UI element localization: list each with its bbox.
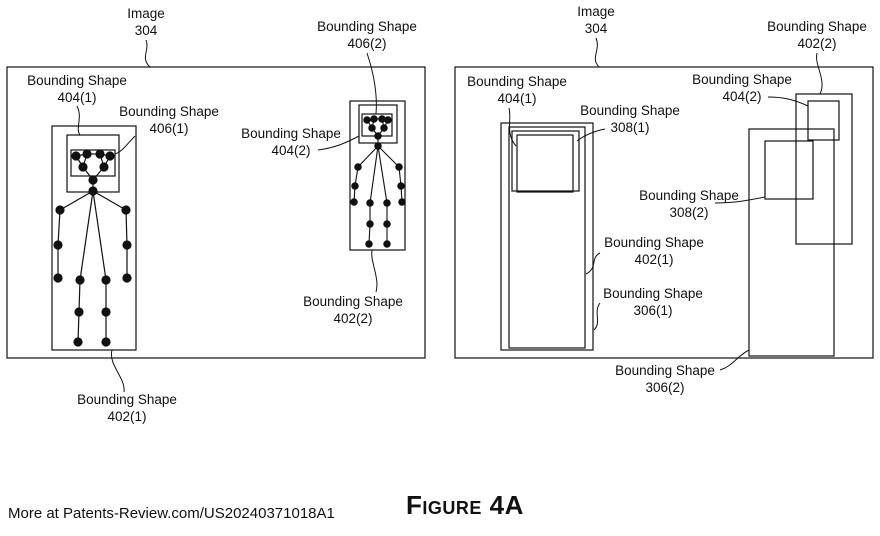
left-label-402-1-ref: 402(1) [107, 409, 146, 424]
left-label-406-1-title: Bounding Shape [119, 104, 219, 119]
right-bounding-shape-404-2 [807, 100, 840, 141]
right-label-402-2-title: Bounding Shape [767, 19, 867, 34]
right-label-308-2-ref: 308(2) [669, 205, 708, 220]
right-label-402-2-ref: 402(2) [797, 36, 836, 51]
right-image-label: Image [577, 4, 615, 19]
right-bounding-shape-404-1 [511, 130, 580, 192]
left-leader-406-2 [366, 52, 377, 115]
right-leader-404-1 [508, 107, 517, 147]
right-label-404-1-ref: 404(1) [497, 91, 536, 106]
left-label-406-2-ref: 406(2) [347, 36, 386, 51]
right-label-306-1-ref: 306(1) [633, 303, 672, 318]
right-bounding-shape-308-2 [764, 140, 814, 200]
left-image-leader [144, 39, 151, 68]
right-label-306-2-ref: 306(2) [645, 380, 684, 395]
left-image-frame [6, 66, 426, 359]
left-image-panel: Image 304 [6, 6, 426, 424]
right-bounding-shape-402-1 [500, 122, 594, 351]
left-label-404-2-ref: 404(2) [271, 143, 310, 158]
left-image-label: Image [127, 6, 165, 21]
left-label-402-2-ref: 402(2) [333, 311, 372, 326]
left-label-404-2-title: Bounding Shape [241, 126, 341, 141]
figure-title: Figure 4A [406, 490, 524, 521]
right-label-402-1-ref: 402(1) [634, 252, 673, 267]
left-leader-402-2 [371, 249, 378, 293]
left-skeleton-person-2 [350, 115, 406, 248]
left-label-404-1-title: Bounding Shape [27, 73, 127, 88]
left-label-402-1-title: Bounding Shape [77, 392, 177, 407]
right-label-308-2-title: Bounding Shape [639, 188, 739, 203]
figure-word: Figure [406, 490, 482, 520]
right-label-404-1-title: Bounding Shape [467, 74, 567, 89]
right-image-panel: Image 304 Bounding Shape 402(2) Bounding… [454, 4, 874, 395]
left-label-404-1-ref: 404(1) [57, 90, 96, 105]
right-leader-402-1 [585, 252, 601, 275]
right-label-306-2-title: Bounding Shape [615, 363, 715, 378]
right-image-frame [454, 66, 874, 359]
right-bounding-shape-308-1 [516, 134, 574, 193]
left-bounding-shape-402-2 [349, 100, 406, 251]
right-bounding-shape-306-1 [508, 126, 586, 349]
right-label-404-2-title: Bounding Shape [692, 72, 792, 87]
left-label-402-2-title: Bounding Shape [303, 294, 403, 309]
right-leader-404-2 [767, 96, 809, 107]
left-leader-406-1 [114, 135, 136, 155]
right-leader-308-1 [576, 128, 606, 142]
right-leader-306-1 [593, 302, 601, 331]
left-label-406-2-title: Bounding Shape [317, 19, 417, 34]
left-leader-402-1 [110, 349, 125, 393]
right-bounding-shape-402-2 [795, 93, 853, 245]
right-leader-402-2 [816, 52, 823, 95]
right-label-402-1-title: Bounding Shape [604, 235, 704, 250]
right-bounding-shape-306-2 [748, 128, 835, 357]
left-leader-404-2 [317, 135, 360, 151]
figure-number: 4A [489, 490, 524, 520]
right-label-308-1-title: Bounding Shape [580, 103, 680, 118]
left-skeleton-person-1 [53, 149, 132, 347]
right-label-306-1-title: Bounding Shape [603, 286, 703, 301]
right-leader-306-2 [719, 349, 750, 371]
left-bounding-shape-402-1 [51, 125, 137, 351]
right-image-leader [594, 37, 600, 68]
left-leader-404-1 [76, 105, 81, 136]
right-leader-308-2 [714, 196, 766, 204]
left-label-406-1-ref: 406(1) [149, 121, 188, 136]
right-label-404-2-ref: 404(2) [722, 89, 761, 104]
right-label-308-1-ref: 308(1) [610, 120, 649, 135]
right-image-ref: 304 [585, 21, 608, 36]
source-footer[interactable]: More at Patents-Review.com/US20240371018… [8, 505, 335, 522]
left-image-ref: 304 [135, 23, 158, 38]
